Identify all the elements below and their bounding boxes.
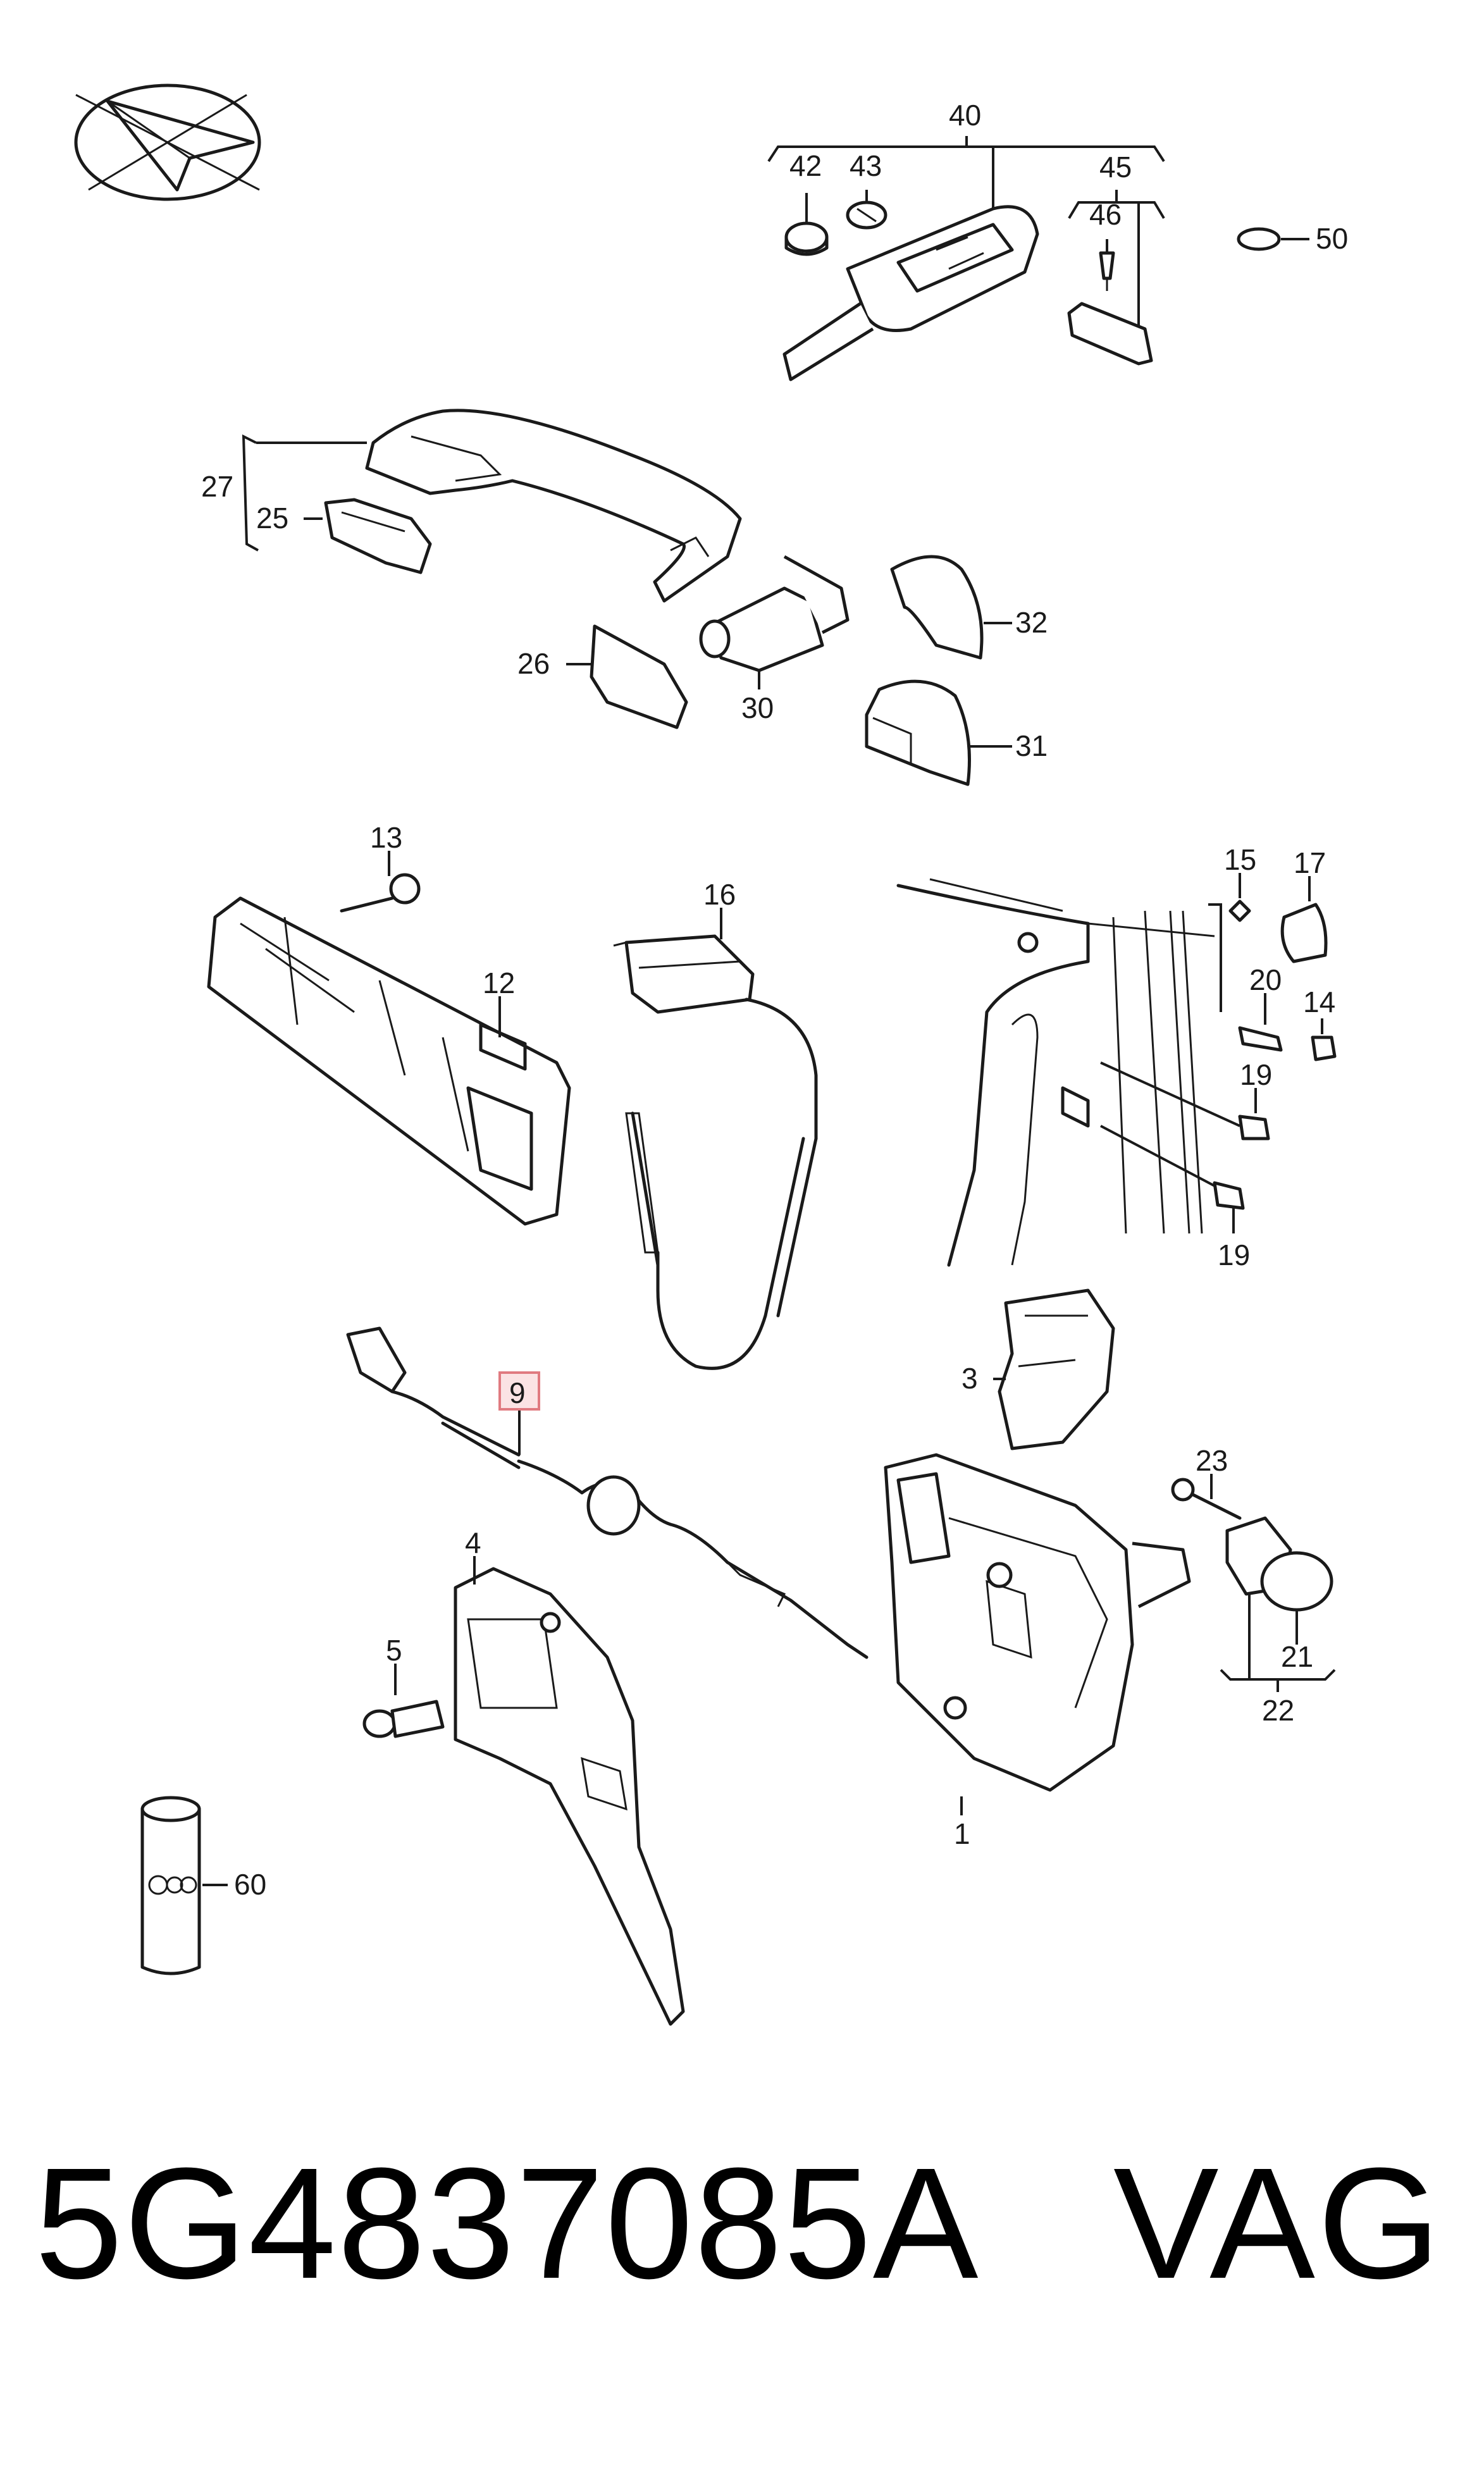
callout-50: 50: [1316, 222, 1348, 255]
callout-17: 17: [1294, 846, 1326, 879]
screw-13: [389, 873, 421, 905]
bolt-23: [1171, 1478, 1195, 1502]
screw-part: [1099, 251, 1115, 280]
battery-part: [784, 221, 829, 253]
handle-carrier-group: [207, 851, 571, 1226]
callout-21: 21: [1281, 1640, 1313, 1673]
key-fob: [846, 205, 1039, 332]
nut-14: [1311, 1035, 1337, 1061]
callout-1: 1: [954, 1817, 970, 1850]
callout-26: 26: [517, 647, 550, 680]
callout-31: 31: [1015, 729, 1048, 762]
lock-cover-group: [362, 1556, 685, 2026]
callout-40: 40: [949, 99, 981, 132]
callout-9-highlight: [498, 1371, 540, 1411]
bracket-3: [998, 1288, 1115, 1450]
callout-22: 22: [1262, 1694, 1294, 1727]
callout-12: 12: [483, 967, 515, 999]
screw-19-upper: [1238, 1115, 1270, 1140]
callout-43: 43: [850, 149, 882, 182]
door-lock-group: [884, 1288, 1336, 1815]
striker-cover-21: [1260, 1551, 1333, 1612]
callout-4: 4: [465, 1526, 481, 1559]
door-lock-1: [884, 1453, 1134, 1792]
handle-gasket: [324, 498, 432, 574]
handle-carrier-bracket: [207, 896, 571, 1226]
callout-42: 42: [789, 149, 822, 182]
cap-part: [1237, 227, 1281, 251]
callout-32: 32: [1015, 606, 1048, 639]
compass-logo-icon: [74, 83, 261, 201]
clip-5: [362, 1709, 397, 1738]
cable-9-group: [346, 1326, 869, 1659]
callout-13: 13: [370, 821, 402, 854]
cover-gasket: [590, 624, 688, 729]
key-set-group: [767, 136, 1309, 381]
callout-27: 27: [201, 470, 233, 503]
key-blade: [782, 302, 874, 381]
spray-can-group: [140, 1796, 228, 1975]
callout-5: 5: [386, 1634, 402, 1667]
callout-9: 9: [509, 1376, 526, 1409]
callout-3: 3: [962, 1362, 978, 1395]
callout-30: 30: [741, 691, 774, 724]
lock-cylinder: [707, 586, 824, 672]
handle-cap-upper: [890, 555, 984, 660]
callout-19-upper: 19: [1240, 1058, 1272, 1091]
callout-14: 14: [1303, 985, 1335, 1018]
callout-19-lower: 19: [1218, 1239, 1250, 1271]
callout-46: 46: [1089, 198, 1122, 231]
callout-20: 20: [1249, 963, 1282, 996]
part-number-title: 5G4837085A: [35, 2135, 980, 2311]
door-frame-group: [896, 873, 1337, 1267]
washer-15: [1228, 899, 1251, 922]
screw-20: [1238, 1026, 1283, 1052]
callout-23: 23: [1196, 1444, 1228, 1477]
brand-label: VAG: [1113, 2135, 1444, 2311]
callout-45: 45: [1099, 151, 1132, 183]
cable-9-end: [346, 1326, 407, 1393]
door-handle-group: [242, 409, 1012, 786]
lock-cover-4: [454, 1567, 685, 2026]
outer-door-handle: [365, 409, 742, 603]
cable-housing: [624, 934, 755, 1014]
callout-25: 25: [256, 502, 288, 534]
cap-17: [1280, 903, 1328, 963]
screw-19-lower: [1213, 1181, 1245, 1210]
callout-16: 16: [703, 878, 736, 911]
release-cable-group: [613, 908, 818, 1370]
callout-60: 60: [234, 1868, 266, 1901]
callout-15: 15: [1224, 843, 1256, 876]
brand-emblem-icon: [148, 1875, 168, 1895]
handle-cap-lower: [865, 679, 971, 786]
emergency-key-part: [1067, 302, 1153, 366]
